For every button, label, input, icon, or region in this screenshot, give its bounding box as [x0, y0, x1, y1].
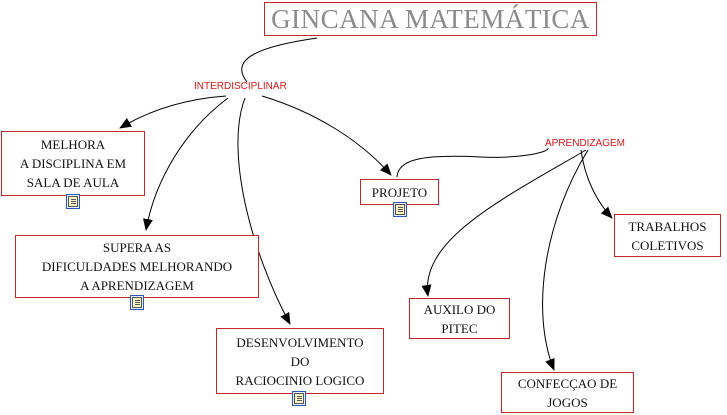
node-trabalhos[interactable]: TRABALHOS COLETIVOS	[614, 214, 721, 257]
node-auxilo-line-2: PITEC	[441, 320, 478, 336]
node-melhora-line-2: A DISCIPLINA EM	[19, 156, 127, 171]
connector-to-projeto	[261, 95, 392, 176]
link-label-aprendizagem: APRENDIZAGEM	[545, 138, 626, 149]
node-melhora-line-1: MELHORA	[40, 137, 106, 152]
link-label-interdisciplinar: INTERDISCIPLINAR	[194, 81, 287, 92]
node-projeto-label: PROJETO	[371, 184, 428, 200]
document-icon[interactable]	[130, 295, 144, 310]
page-title: GINCANA MATEMÁTICA	[271, 4, 590, 34]
node-confeccao-line-2: JOGOS	[547, 394, 588, 410]
node-supera[interactable]: SUPERA AS DIFICULDADES MELHORANDO A APRE…	[15, 235, 259, 298]
node-desenvolvimento-line-2: DO	[290, 353, 310, 369]
document-icon[interactable]	[66, 194, 80, 209]
node-supera-line-1: SUPERA AS	[102, 240, 172, 255]
document-icon[interactable]	[292, 391, 306, 406]
connector-to-confeccao	[542, 149, 589, 371]
connector-projeto-aprendizagem	[396, 147, 549, 178]
connector-to-trabalhos	[580, 149, 613, 219]
node-supera-line-2: DIFICULDADES MELHORANDO	[41, 259, 233, 274]
connector-to-auxilo	[421, 149, 587, 297]
node-desenvolvimento[interactable]: DESENVOLVIMENTO DO RACIOCINIO LOGICO	[216, 328, 384, 394]
node-auxilo[interactable]: AUXILO DO PITEC	[409, 298, 510, 339]
node-trabalhos-line-1: TRABALHOS	[628, 218, 707, 234]
node-desenvolvimento-line-1: DESENVOLVIMENTO	[236, 334, 364, 350]
connector-to-desenvolvimento	[237, 97, 291, 325]
title-node[interactable]: GINCANA MATEMÁTICA	[264, 2, 597, 36]
document-icon[interactable]	[393, 202, 407, 217]
connector-to-supera	[143, 97, 229, 231]
connector-title-interdisciplinar	[241, 37, 318, 83]
node-desenvolvimento-line-3: RACIOCINIO LOGICO	[235, 372, 365, 388]
node-confeccao[interactable]: CONFECÇAO DE JOGOS	[501, 372, 634, 413]
node-confeccao-line-1: CONFECÇAO DE	[517, 375, 618, 391]
connector-to-melhora	[119, 95, 227, 129]
node-trabalhos-line-2: COLETIVOS	[631, 237, 704, 253]
node-supera-line-3: A APRENDIZAGEM	[80, 278, 194, 293]
node-auxilo-line-1: AUXILO DO	[423, 301, 496, 317]
node-melhora[interactable]: MELHORA A DISCIPLINA EM SALA DE AULA	[1, 131, 145, 196]
node-melhora-line-3: SALA DE AULA	[26, 175, 120, 190]
